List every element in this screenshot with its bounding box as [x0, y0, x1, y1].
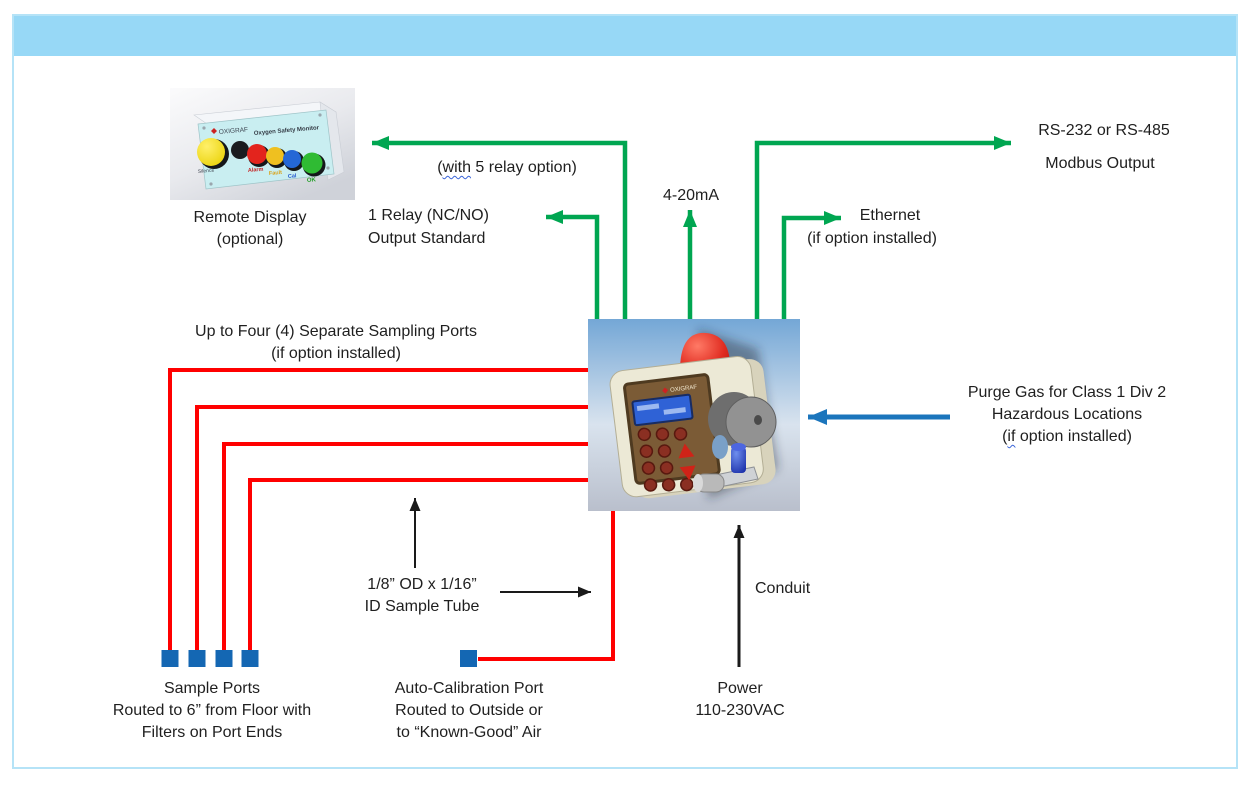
sample-port-2	[188, 650, 206, 667]
ethernet-label: Ethernet	[859, 207, 921, 224]
ok-label: OK	[307, 177, 317, 184]
remote-title-text: Oxygen Safety Monitor	[254, 125, 320, 137]
relay1-connector	[546, 210, 600, 322]
panel-brand-text: OXIGRAF	[670, 385, 698, 394]
sample-port-1	[161, 650, 179, 667]
valve-knob	[731, 447, 746, 473]
oxigraf-logo-icon	[211, 128, 217, 134]
up-arrow-key	[678, 443, 695, 459]
relay1-label: 1 Relay (NC/NO) Output Standard	[368, 207, 489, 247]
autocal-caption: Auto-Calibration Port Routed to Outside …	[394, 680, 544, 741]
silence-button	[197, 138, 225, 166]
header-bar	[14, 16, 1236, 56]
sample-ports-caption: Sample Ports Routed to 6” from Floor wit…	[112, 680, 312, 741]
relay5-connector	[372, 136, 628, 322]
remote-display-photo: OXIGRAF Oxygen Safety Monitor Silence Al…	[170, 88, 355, 200]
sample-tube-2	[195, 405, 590, 652]
sensor-cylinder-face	[725, 396, 777, 448]
rs232-label-line1: RS-232 or RS-485	[1038, 122, 1170, 139]
relay5-label: (with 5 relay option)	[437, 159, 577, 176]
remote-brand-text: OXIGRAF	[219, 126, 249, 136]
lcd-display	[631, 393, 694, 427]
rs232-connector	[754, 136, 1011, 322]
ok-button	[301, 152, 323, 174]
keypad-buttons	[637, 427, 694, 492]
alarm-button	[247, 144, 267, 164]
panel-logo-icon	[662, 387, 669, 394]
alarm-label: Alarm	[248, 167, 264, 174]
analog-420ma-label: 4-20mA	[662, 187, 720, 204]
fault-label: Fault	[269, 170, 283, 177]
conduit-label: Conduit	[755, 580, 811, 597]
sampling-ports-label: Up to Four (4) Separate Sampling Ports (…	[195, 323, 477, 362]
cal-button	[283, 150, 301, 168]
sample-tube-label: 1/8” OD x 1/16” ID Sample Tube	[364, 576, 480, 615]
purge-gas-label: Purge Gas for Class 1 Div 2 Hazardous Lo…	[967, 384, 1167, 445]
rs232-label-line2: Modbus Output	[1045, 155, 1155, 172]
ethernet-option-label: (if option installed)	[807, 230, 937, 247]
blank-recess	[231, 141, 249, 159]
main-monitor-photo: OXIGRAF	[588, 319, 800, 511]
sample-port-4	[241, 650, 259, 667]
ethernet-connector	[781, 211, 841, 322]
power-caption: Power 110-230VAC	[695, 680, 785, 719]
silence-label: Silence	[198, 168, 215, 175]
sample-tube-1	[168, 368, 590, 652]
sample-tube-3	[222, 442, 590, 652]
autocal-port-square	[460, 650, 477, 667]
fault-button	[266, 147, 284, 165]
cal-label: Cal	[288, 173, 298, 180]
remote-display-caption: Remote Display (optional)	[193, 209, 307, 248]
sensor-glow	[712, 435, 728, 459]
sample-tube-4	[248, 478, 590, 652]
sample-port-3	[215, 650, 233, 667]
autocal-tube	[478, 505, 615, 661]
down-arrow-key	[679, 465, 696, 481]
